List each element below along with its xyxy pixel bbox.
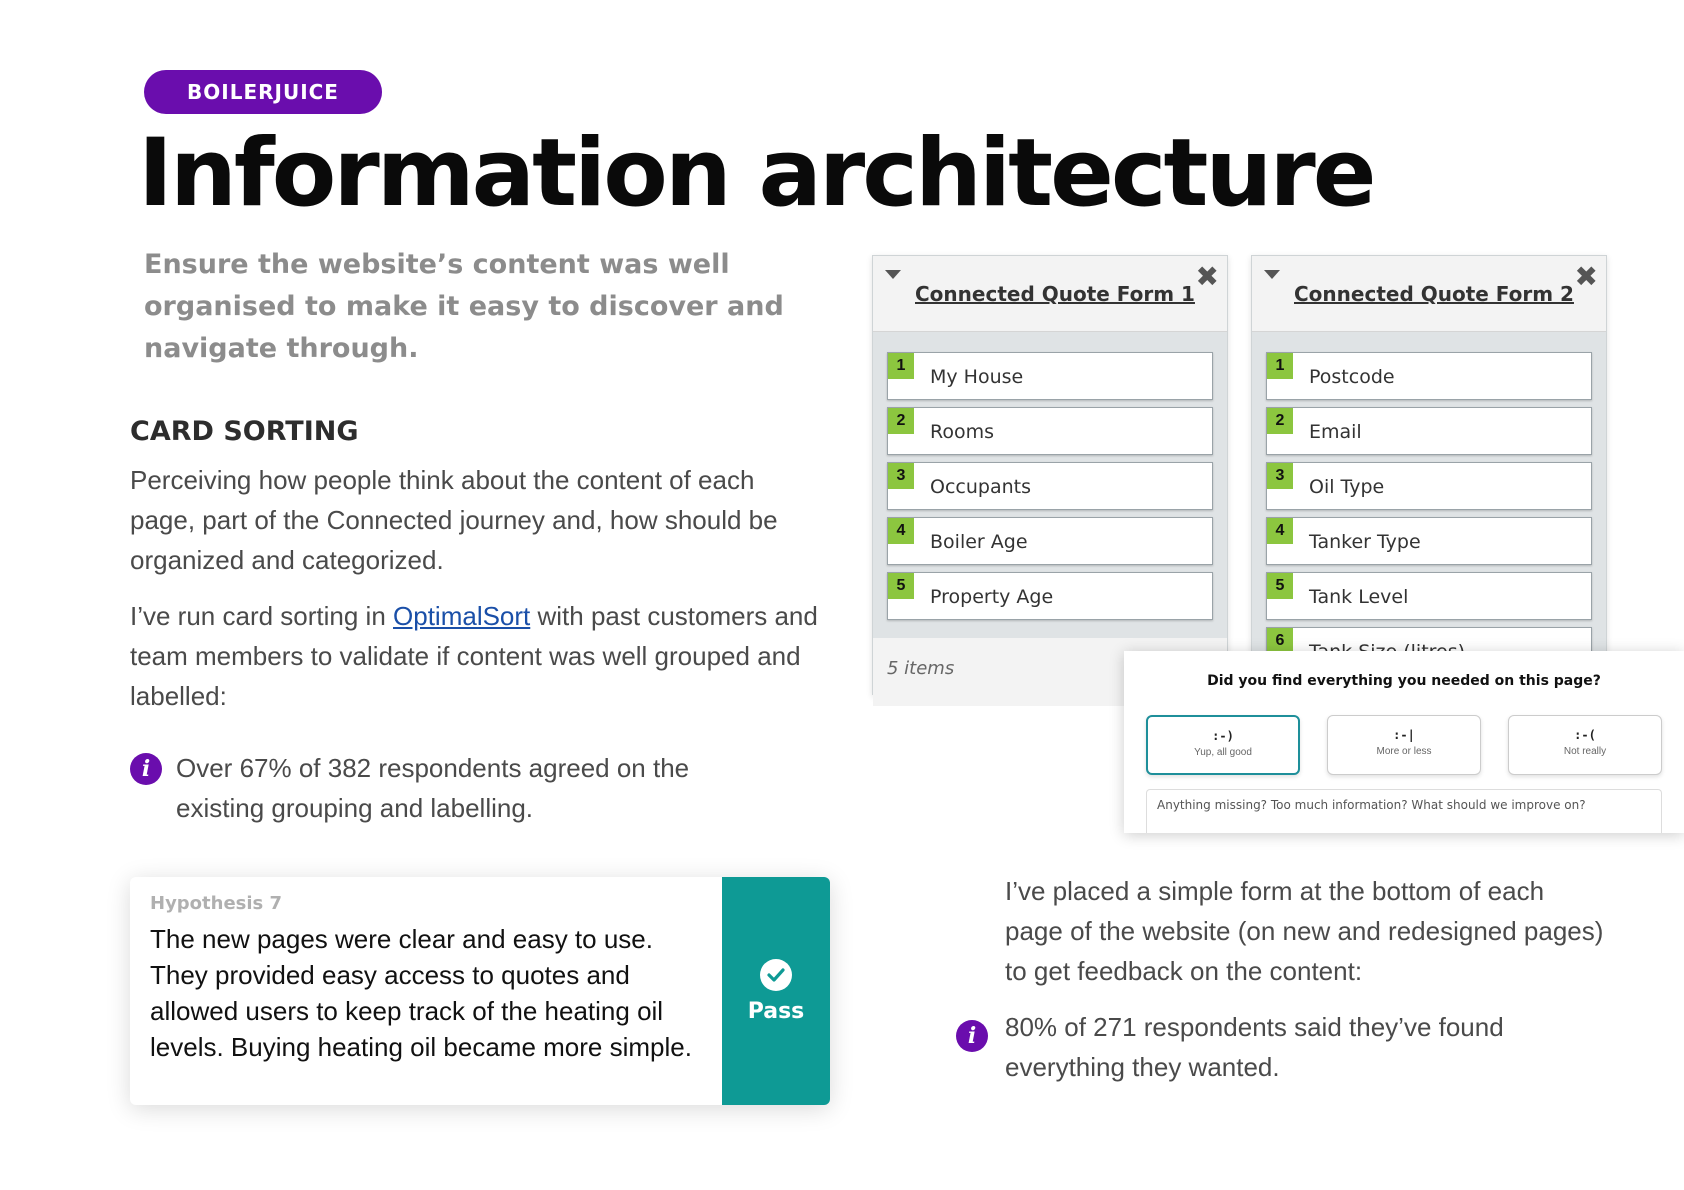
collapse-caret-icon[interactable] [885, 270, 901, 279]
brand-tag: BOILERJUICE [144, 70, 382, 114]
card-label: Email [1309, 421, 1362, 443]
neutral-face-icon: :-| [1393, 728, 1415, 742]
card-number: 3 [1267, 463, 1293, 489]
card-number: 5 [1267, 573, 1293, 599]
card-number: 1 [888, 353, 914, 379]
card-number: 6 [1267, 628, 1293, 654]
optimalsort-link[interactable]: OptimalSort [393, 601, 531, 631]
sad-face-icon: :-( [1574, 728, 1596, 742]
card-label: Tank Level [1309, 586, 1409, 608]
collapse-caret-icon[interactable] [1264, 270, 1280, 279]
sort-card[interactable]: 1 My House [887, 352, 1213, 400]
card-sorting-insight: Over 67% of 382 respondents agreed on th… [176, 753, 690, 823]
card-number: 2 [1267, 408, 1293, 434]
card-sorting-intro: Perceiving how people think about the co… [130, 465, 778, 575]
hypothesis-result: Pass [722, 877, 830, 1105]
card-number: 5 [888, 573, 914, 599]
card-sorting-method: I’ve run card sorting in OptimalSort wit… [130, 596, 820, 716]
card-label: Boiler Age [930, 531, 1028, 553]
page-subtitle: Ensure the website’s content was well or… [144, 249, 784, 364]
card-number: 3 [888, 463, 914, 489]
option-caption: Not really [1563, 746, 1607, 757]
option-caption: Yup, all good [1194, 747, 1252, 758]
page-title: Information architecture [138, 119, 1377, 228]
feedback-option-bad[interactable]: :-( Not really [1508, 715, 1662, 775]
card-number: 2 [888, 408, 914, 434]
close-icon[interactable]: ✖ [1574, 260, 1598, 293]
card-label: My House [930, 366, 1024, 388]
panel-header: Connected Quote Form 1 ✖ [873, 256, 1227, 332]
pass-label: Pass [747, 998, 805, 1024]
feedback-insight: 80% of 271 respondents said they’ve foun… [1005, 1012, 1504, 1082]
card-sorting-heading: CARD SORTING [130, 416, 359, 447]
card-label: Tank Size (litres) [1309, 641, 1466, 655]
card-label: Tanker Type [1309, 531, 1421, 553]
feedback-textarea[interactable]: Anything missing? Too much information? … [1146, 789, 1662, 833]
method-text-pre: I’ve run card sorting in [130, 601, 394, 631]
feedback-description: I’ve placed a simple form at the bottom … [1005, 876, 1604, 986]
close-icon[interactable]: ✖ [1195, 260, 1219, 293]
feedback-widget: Did you find everything you needed on th… [1124, 651, 1684, 833]
item-count: 5 items [887, 658, 955, 679]
hypothesis-card: Hypothesis 7 The new pages were clear an… [130, 877, 830, 1105]
feedback-option-neutral[interactable]: :-| More or less [1327, 715, 1481, 775]
panel-header: Connected Quote Form 2 ✖ [1252, 256, 1606, 332]
card-label: Postcode [1309, 366, 1395, 388]
info-icon: i [130, 753, 162, 785]
card-label: Occupants [930, 476, 1031, 498]
feedback-question: Did you find everything you needed on th… [1207, 673, 1601, 689]
card-label: Rooms [930, 421, 995, 443]
happy-face-icon: :-) [1212, 729, 1234, 743]
card-number: 1 [1267, 353, 1293, 379]
hypothesis-text: The new pages were clear and easy to use… [150, 924, 692, 1062]
card-number: 4 [888, 518, 914, 544]
hypothesis-label: Hypothesis 7 [150, 893, 283, 914]
card-label: Oil Type [1309, 476, 1385, 498]
panel-title: Connected Quote Form 2 [1294, 282, 1574, 306]
option-caption: More or less [1376, 746, 1432, 757]
info-icon: i [956, 1020, 988, 1052]
panel-title: Connected Quote Form 1 [915, 282, 1195, 306]
feedback-option-good[interactable]: :-) Yup, all good [1146, 715, 1300, 775]
card-label: Property Age [930, 586, 1054, 608]
method-text-post: with past customers and team members to … [130, 601, 818, 711]
card-number: 4 [1267, 518, 1293, 544]
check-circle-icon [760, 958, 792, 991]
